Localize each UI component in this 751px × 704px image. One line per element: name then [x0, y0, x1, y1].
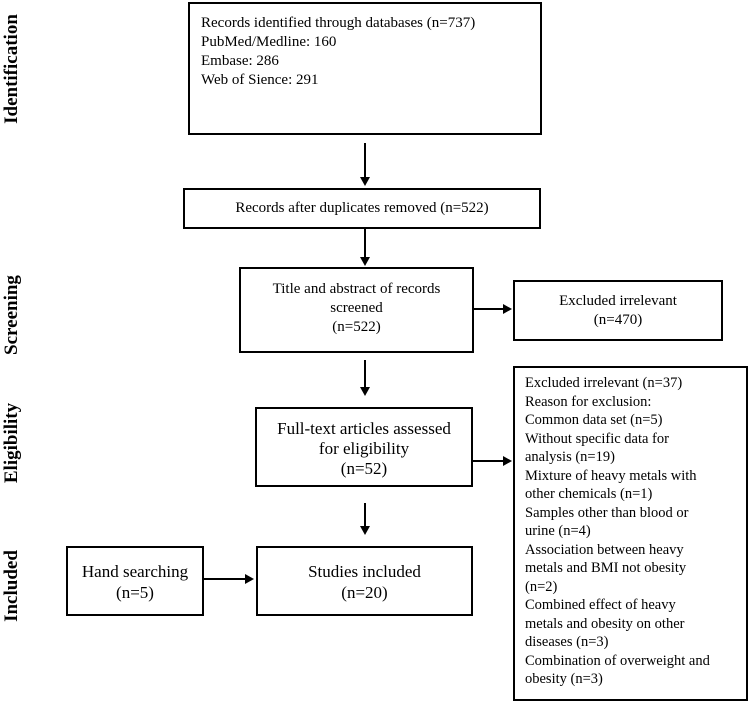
excluded-fulltext-line: Excluded irrelevant (n=37) [525, 375, 683, 391]
excluded-fulltext-line: Common data set (n=5) [525, 412, 663, 428]
duplicates-box: Records after duplicates removed (n=522) [183, 188, 541, 229]
excluded-fulltext-line: (n=2) [525, 578, 558, 595]
arrowhead [360, 387, 370, 396]
arrow-screened-to-fulltext [364, 360, 366, 388]
excluded-fulltext-line: Reason for exclusion: [525, 393, 652, 410]
identification-line: Embase: 286 [201, 53, 279, 69]
identification-box: Records identified through databases (n=… [188, 2, 542, 135]
excluded-fulltext-line: Combined effect of heavy [525, 597, 676, 613]
excluded-fulltext-line: urine (n=4) [525, 523, 591, 539]
arrowhead [245, 574, 254, 584]
excluded-fulltext-line: analysis (n=19) [525, 449, 615, 465]
arrowhead [503, 304, 512, 314]
excluded-fulltext-line: Combination of overweight and [525, 652, 710, 669]
excluded-fulltext-line: diseases (n=3) [525, 634, 609, 650]
stage-label-included: Included [1, 550, 22, 622]
identification-line: PubMed/Medline: 160 [201, 34, 337, 50]
excluded-fulltext-box: Excluded irrelevant (n=37) Reason for ex… [513, 366, 748, 701]
stage-label-screening: Screening [1, 275, 22, 355]
excluded-screening-line: Excluded irrelevant [559, 293, 677, 309]
duplicates-text: Records after duplicates removed (n=522) [235, 200, 489, 216]
arrow-fulltext-to-excluded [473, 460, 503, 462]
excluded-fulltext-line: Mixture of heavy metals with [525, 467, 697, 484]
arrow-duplicates-to-screened [364, 229, 366, 258]
fulltext-box: Full-text articles assessed for eligibil… [255, 407, 473, 487]
stage-label-identification: Identification [1, 14, 22, 124]
arrow-screened-to-excluded [474, 308, 504, 310]
excluded-fulltext-line: obesity (n=3) [525, 671, 603, 687]
fulltext-line: Full-text articles assessed [277, 419, 451, 438]
excluded-fulltext-line: metals and BMI not obesity [525, 560, 687, 576]
stage-label-eligibility: Eligibility [1, 402, 22, 484]
arrowhead [360, 177, 370, 186]
included-line: (n=20) [341, 583, 388, 602]
screened-line: Title and abstract of records [272, 281, 441, 297]
identification-line: Records identified through databases (n=… [201, 15, 476, 31]
fulltext-line: for eligibility [318, 439, 410, 458]
screened-line: (n=522) [332, 319, 381, 335]
arrow-hand-to-included [204, 578, 246, 580]
arrowhead [360, 526, 370, 535]
hand-searching-line: (n=5) [116, 583, 154, 602]
arrowhead [360, 257, 370, 266]
hand-searching-box: Hand searching (n=5) [66, 546, 204, 616]
excluded-screening-line: (n=470) [593, 312, 643, 328]
excluded-fulltext-line: Without specific data for [525, 430, 669, 447]
arrow-identification-to-duplicates [364, 143, 366, 178]
included-box: Studies included (n=20) [256, 546, 473, 616]
fulltext-line: (n=52) [340, 459, 388, 478]
screened-box: Title and abstract of records screened (… [239, 267, 474, 353]
excluded-fulltext-line: Association between heavy [525, 541, 684, 558]
arrow-fulltext-to-included [364, 503, 366, 527]
excluded-screening-box: Excluded irrelevant (n=470) [513, 280, 723, 341]
identification-line: Web of Sience: 291 [201, 72, 319, 88]
hand-searching-line: Hand searching [81, 562, 189, 581]
excluded-fulltext-line: Samples other than blood or [525, 504, 689, 521]
screened-line: screened [330, 300, 383, 316]
excluded-fulltext-line: metals and obesity on other [525, 615, 685, 632]
arrowhead [503, 456, 512, 466]
excluded-fulltext-line: other chemicals (n=1) [525, 486, 653, 502]
included-line: Studies included [308, 562, 421, 581]
